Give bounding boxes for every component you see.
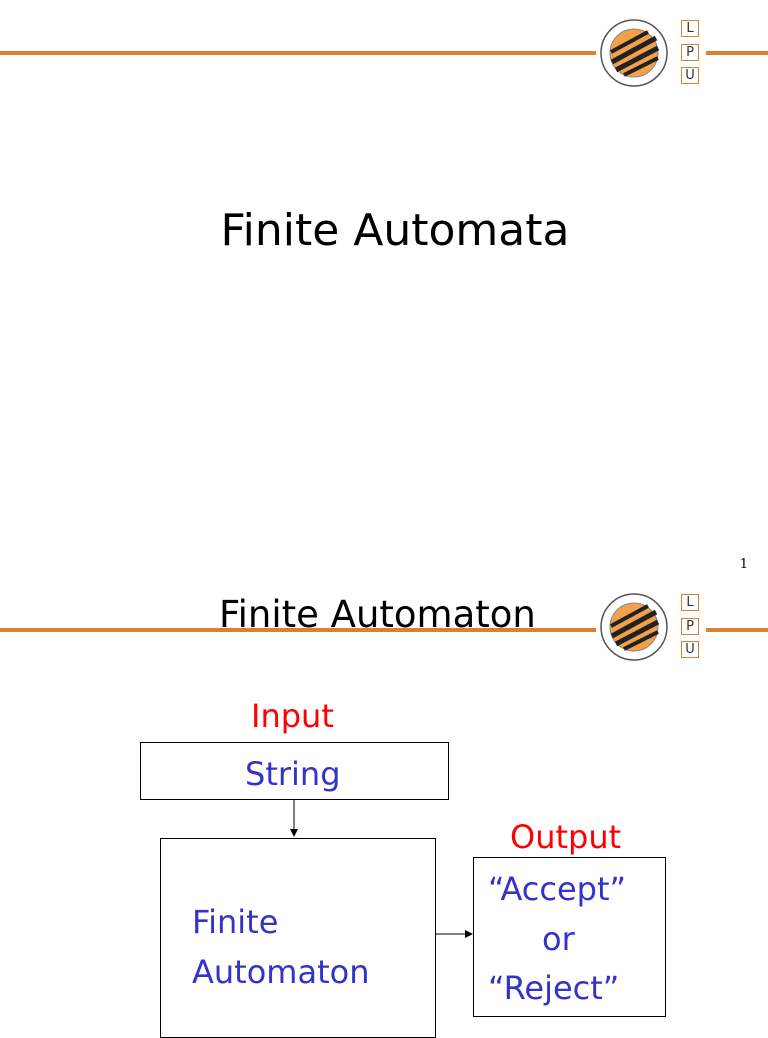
logo-letter-u: U: [681, 641, 699, 658]
university-seal-logo: [600, 593, 668, 661]
automaton-box-line-1: Finite: [192, 903, 279, 941]
header-rule-left: [0, 628, 596, 632]
logo-letter-p: P: [681, 44, 699, 61]
output-box-reject: “Reject”: [488, 969, 620, 1007]
logo-letter-l: L: [681, 20, 699, 37]
logo-letter-l: L: [681, 594, 699, 611]
automaton-box: Finite Automaton: [160, 838, 436, 1038]
output-box: “Accept” or “Reject”: [473, 857, 666, 1017]
header-rule-right: [706, 51, 768, 55]
university-seal-logo: [600, 19, 668, 87]
output-box-accept: “Accept”: [488, 870, 627, 908]
string-box-label: String: [245, 755, 341, 793]
output-label: Output: [510, 818, 622, 856]
string-box: String: [140, 742, 449, 800]
page-number: 1: [739, 557, 748, 572]
slide-1-title: Finite Automata: [220, 205, 570, 256]
logo-letter-p: P: [681, 618, 699, 635]
slide-2-title: Finite Automaton: [219, 593, 536, 636]
header-rule-left: [0, 51, 596, 55]
header-rule-right: [706, 628, 768, 632]
input-label: Input: [251, 697, 334, 735]
output-box-or: or: [542, 920, 575, 958]
automaton-box-line-2: Automaton: [192, 953, 370, 991]
logo-letter-u: U: [681, 67, 699, 84]
